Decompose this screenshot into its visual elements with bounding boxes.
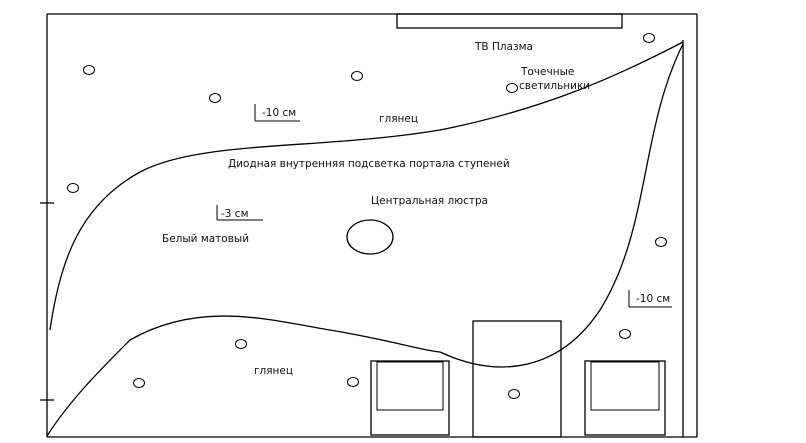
spotlights-label-line2: светильники xyxy=(519,80,590,92)
gloss-label-bottom: глянец xyxy=(254,365,293,377)
level-marker-top xyxy=(254,104,300,122)
armchair-right xyxy=(584,360,666,436)
wall-ticks xyxy=(40,202,54,401)
level-label-top: -10 см xyxy=(262,107,296,119)
spotlight xyxy=(83,65,95,75)
spotlight xyxy=(133,378,145,388)
diagram-labels: ТВ Плазма Точечные светильники -10 см гл… xyxy=(162,41,670,377)
spotlights-label-line1: Точечные xyxy=(520,66,574,78)
spotlight xyxy=(67,183,79,193)
level-label-mid: -3 см xyxy=(221,208,249,220)
spotlight xyxy=(351,71,363,81)
spotlight xyxy=(235,339,247,349)
spotlight xyxy=(643,33,655,43)
level-marker-mid xyxy=(216,205,263,221)
gloss-boundary-curve xyxy=(49,41,684,331)
right-boundary-curve xyxy=(439,43,684,368)
matte-label: Белый матовый xyxy=(162,233,249,245)
spotlight xyxy=(209,93,221,103)
spotlight xyxy=(506,83,518,93)
gloss-label-top: глянец xyxy=(379,113,418,125)
tv-plasma-shape xyxy=(396,13,623,29)
tv-plasma-label: ТВ Плазма xyxy=(474,41,533,53)
curve-lines xyxy=(46,41,684,437)
level-label-right: -10 см xyxy=(636,293,670,305)
room-outline xyxy=(46,13,698,438)
spotlight xyxy=(508,389,520,399)
armchair-left xyxy=(370,360,450,436)
spotlight xyxy=(619,329,631,339)
bottom-gloss-curve xyxy=(129,315,441,353)
spotlight xyxy=(347,377,359,387)
level-marker-right xyxy=(628,290,672,308)
door-shape xyxy=(472,320,562,438)
spotlight xyxy=(655,237,667,247)
lower-left-curve xyxy=(46,339,131,437)
spotlights xyxy=(67,33,667,399)
diode-lighting-label: Диодная внутренняя подсветка портала сту… xyxy=(228,158,510,170)
chandelier-shape xyxy=(346,219,394,255)
chandelier-label: Центральная люстра xyxy=(371,195,488,207)
